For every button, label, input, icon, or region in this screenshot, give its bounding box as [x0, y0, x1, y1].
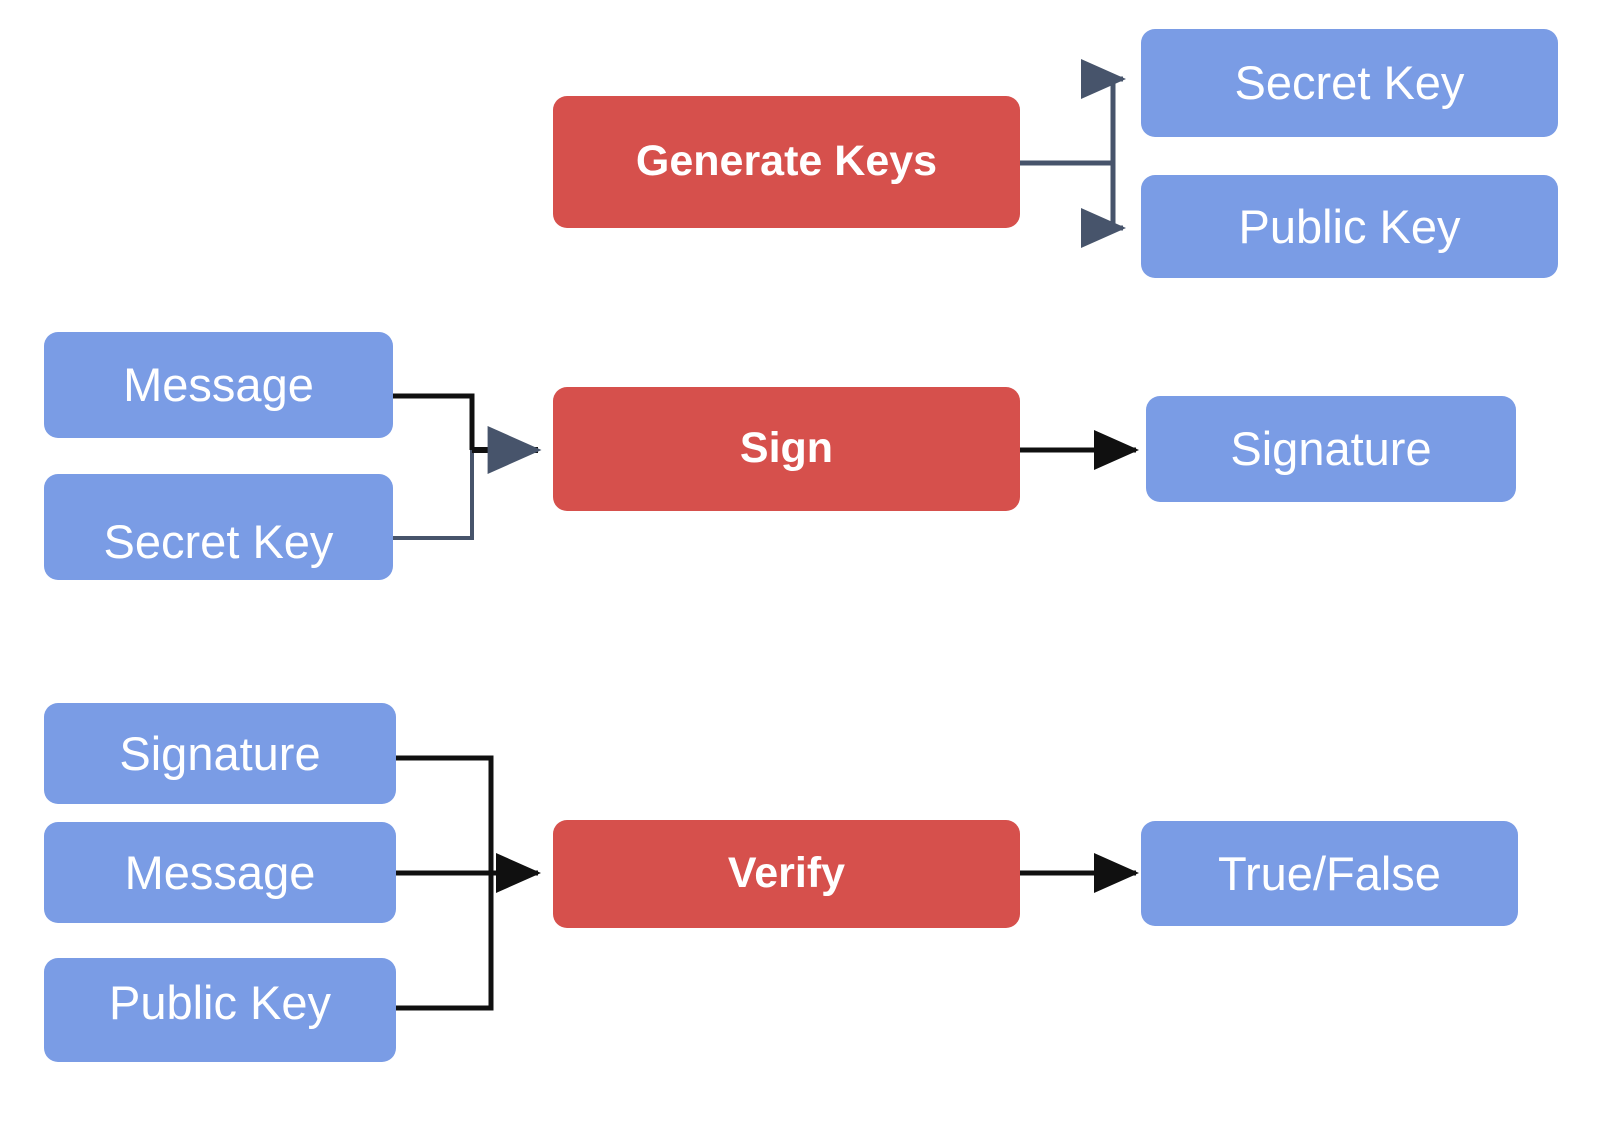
- node-verify-process[interactable]: Verify: [553, 820, 1020, 928]
- node-label: Public Key: [1238, 199, 1461, 253]
- node-message-sign-input[interactable]: Message: [44, 332, 393, 438]
- connector-inputs-to-sign: [393, 393, 542, 540]
- node-true-false-output[interactable]: True/False: [1141, 821, 1518, 926]
- node-public-key-verify-input[interactable]: Public Key: [44, 958, 396, 1062]
- connector-generatekeys-to-keys: [1020, 59, 1127, 248]
- connector-inputs-to-verify: [396, 755, 542, 1011]
- node-label: True/False: [1218, 846, 1441, 900]
- node-secret-key-sign-input[interactable]: Secret Key: [44, 474, 393, 580]
- node-message-verify-input[interactable]: Message: [44, 822, 396, 923]
- node-secret-key-output[interactable]: Secret Key: [1141, 29, 1558, 137]
- node-label: Verify: [727, 849, 846, 898]
- node-label: Secret Key: [1234, 56, 1465, 110]
- node-generate-keys[interactable]: Generate Keys: [553, 96, 1020, 228]
- node-label: Generate Keys: [635, 137, 938, 186]
- node-public-key-output[interactable]: Public Key: [1141, 175, 1558, 278]
- node-label: Public Key: [108, 976, 332, 1029]
- node-label: Secret Key: [103, 514, 334, 568]
- node-signature-verify-input[interactable]: Signature: [44, 703, 396, 804]
- node-label: Message: [123, 358, 314, 412]
- node-signature-output[interactable]: Signature: [1146, 396, 1516, 502]
- node-sign-process[interactable]: Sign: [553, 387, 1020, 511]
- node-label: Signature: [1230, 422, 1432, 476]
- node-label: Message: [124, 845, 316, 899]
- node-label: Signature: [119, 726, 321, 780]
- node-label: Sign: [739, 424, 834, 473]
